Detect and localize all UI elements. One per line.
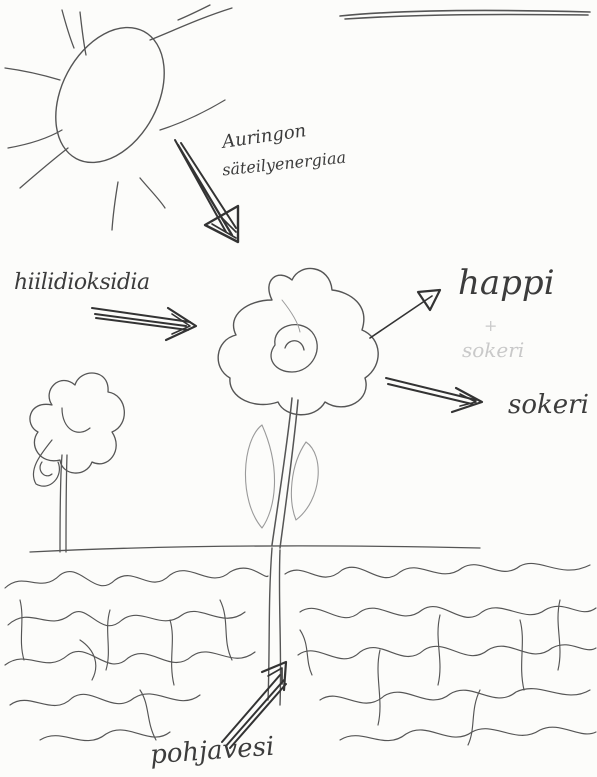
plant-flower-center (271, 325, 317, 372)
sugar-label: sokeri (508, 392, 589, 418)
horizon-line (30, 546, 480, 552)
sun (5, 5, 232, 230)
plant-stem (272, 398, 298, 548)
plant-leaf-left (245, 425, 274, 528)
top-right-stroke (340, 10, 590, 19)
plant (218, 269, 378, 705)
small-tree (30, 373, 124, 552)
oxygen-label: happi (458, 266, 555, 300)
co2-arrow (92, 308, 196, 340)
plant-leaf-right (291, 442, 318, 520)
carbon-dioxide-label: hiilidioksidia (14, 272, 150, 294)
sugar-arrow (386, 378, 482, 412)
soil-layer (5, 563, 596, 745)
sun-energy-arrow (175, 140, 238, 242)
faint-sugar-word: sokeri (462, 340, 524, 360)
plus-sign: + (484, 318, 497, 334)
oxygen-arrow (370, 290, 440, 338)
